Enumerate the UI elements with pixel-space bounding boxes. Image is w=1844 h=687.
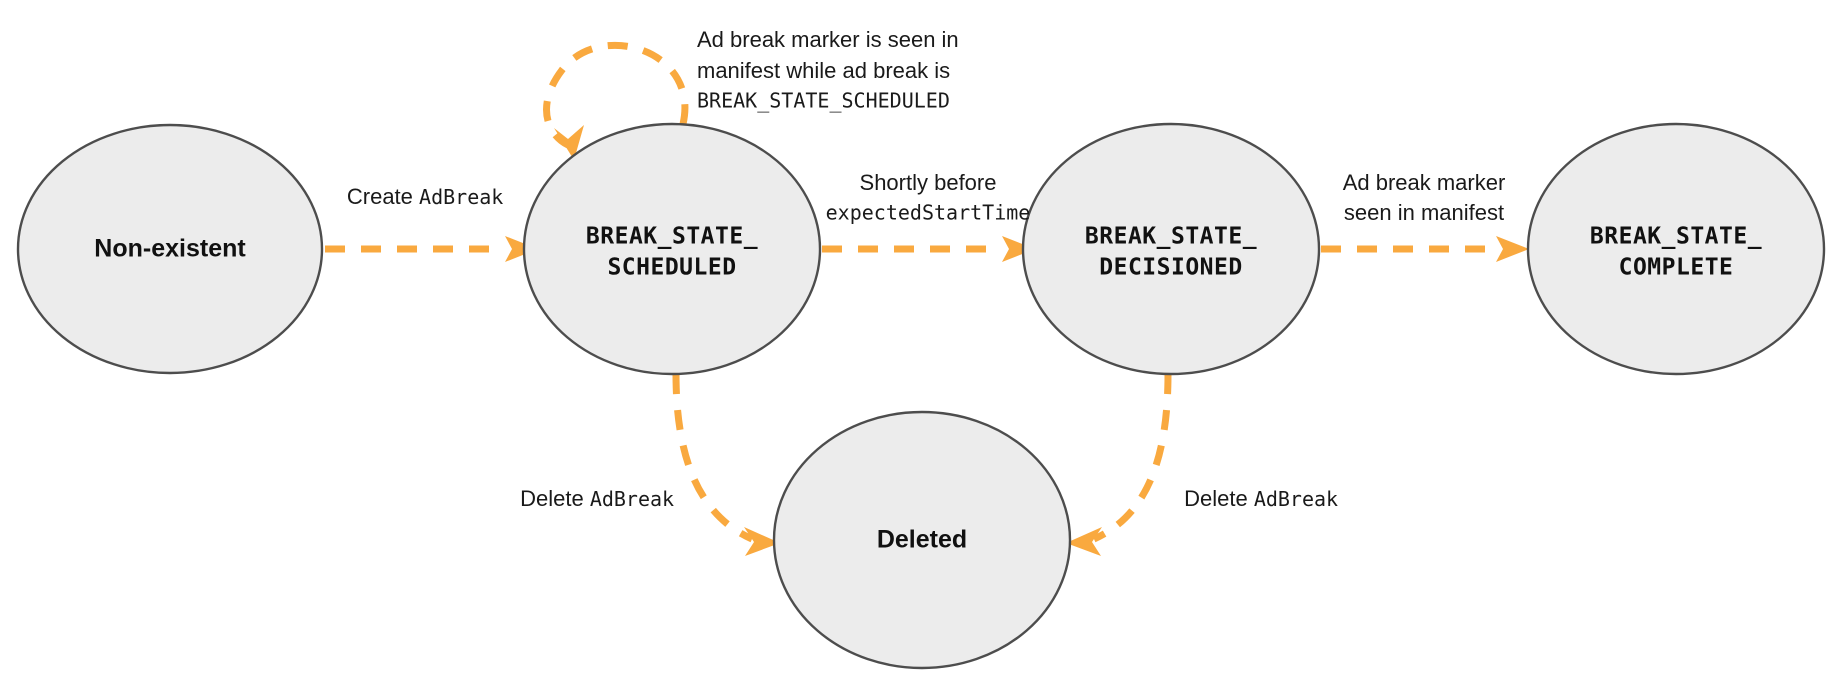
edge-create-adbreak-arrowhead — [505, 236, 538, 262]
node-break-state-scheduled[interactable]: BREAK_STATE_ SCHEDULED — [522, 122, 822, 376]
edge-label-self-loop-line1: Ad break marker is seen in — [697, 27, 959, 52]
edge-label-shortly-before-expected-start-time: Shortly before expectedStartTime — [826, 170, 1031, 225]
node-non-existent[interactable]: Non-existent — [16, 123, 324, 375]
edge-delete-from-scheduled-line — [672, 373, 754, 543]
edge-scheduled-self-loop-arrowhead — [554, 125, 584, 160]
edge-create-adbreak[interactable] — [325, 236, 538, 262]
node-deleted[interactable]: Deleted — [772, 410, 1072, 670]
edge-label-shortly-before-line2: expectedStartTime — [826, 201, 1031, 225]
node-non-existent-label: Non-existent — [94, 235, 246, 263]
edge-delete-adbreak-from-scheduled[interactable] — [672, 373, 780, 556]
edge-label-create-adbreak-plain: Create — [347, 184, 419, 209]
edge-ad-break-marker-seen-in-manifest[interactable] — [1321, 236, 1529, 262]
svg-text:Delete AdBreak: Delete AdBreak — [1129, 486, 1381, 511]
edge-label-delete-scheduled-mono: AdBreak — [590, 487, 674, 511]
node-break-state-complete-label-line1: BREAK_STATE_ — [1590, 224, 1762, 250]
edge-delete-from-decisioned-arrowhead — [1066, 527, 1102, 556]
node-deleted-label: Deleted — [877, 526, 967, 554]
node-break-state-scheduled-label-line1: BREAK_STATE_ — [586, 224, 758, 250]
node-break-state-scheduled-shape — [522, 122, 822, 376]
edge-scheduled-self-loop-line — [543, 41, 689, 149]
edge-marker-seen-arrowhead — [1496, 236, 1529, 262]
edge-label-marker-seen-line1: Ad break marker — [1343, 170, 1506, 195]
edge-label-delete-adbreak-from-decisioned: Delete AdBreak — [1129, 486, 1381, 511]
edge-delete-from-scheduled-arrowhead — [744, 527, 780, 556]
svg-text:Delete AdBreak: Delete AdBreak — [465, 486, 717, 511]
edge-label-delete-decisioned-mono: AdBreak — [1254, 487, 1338, 511]
node-break-state-decisioned[interactable]: BREAK_STATE_ DECISIONED — [1021, 122, 1321, 376]
edge-label-self-loop-line2: manifest while ad break is — [697, 58, 950, 83]
edge-shortly-before-arrowhead — [1002, 236, 1035, 262]
edge-label-create-adbreak: Create AdBreak — [292, 184, 546, 209]
edge-label-scheduled-self-loop: Ad break marker is seen in manifest whil… — [697, 27, 959, 113]
edge-label-self-loop-line3: BREAK_STATE_SCHEDULED — [697, 89, 950, 113]
edge-label-marker-seen-line2: seen in manifest — [1344, 200, 1504, 225]
edge-shortly-before-expected-start-time[interactable] — [822, 236, 1035, 262]
edge-label-ad-break-marker-seen-in-manifest: Ad break marker seen in manifest — [1343, 170, 1506, 225]
edge-label-delete-scheduled-plain: Delete — [520, 486, 590, 511]
node-non-existent-shape — [16, 123, 324, 375]
node-break-state-complete-label-line2: COMPLETE — [1619, 255, 1734, 281]
edge-scheduled-self-loop[interactable] — [543, 41, 689, 160]
node-break-state-scheduled-label-line2: SCHEDULED — [607, 255, 736, 281]
edge-label-create-adbreak-mono: AdBreak — [419, 185, 503, 209]
edge-delete-adbreak-from-decisioned[interactable] — [1066, 373, 1172, 556]
edge-label-delete-adbreak-from-scheduled: Delete AdBreak — [465, 486, 717, 511]
node-break-state-decisioned-shape — [1021, 122, 1321, 376]
edge-label-delete-decisioned-plain: Delete — [1184, 486, 1254, 511]
edge-label-shortly-before-line1: Shortly before — [860, 170, 997, 195]
node-break-state-complete-shape — [1526, 122, 1826, 376]
svg-text:Create AdBreak: Create AdBreak — [292, 184, 546, 209]
node-break-state-decisioned-label-line2: DECISIONED — [1099, 255, 1242, 281]
node-break-state-decisioned-label-line1: BREAK_STATE_ — [1085, 224, 1257, 250]
edge-delete-from-decisioned-line — [1092, 373, 1172, 543]
node-break-state-complete[interactable]: BREAK_STATE_ COMPLETE — [1526, 122, 1826, 376]
node-deleted-shape — [772, 410, 1072, 670]
